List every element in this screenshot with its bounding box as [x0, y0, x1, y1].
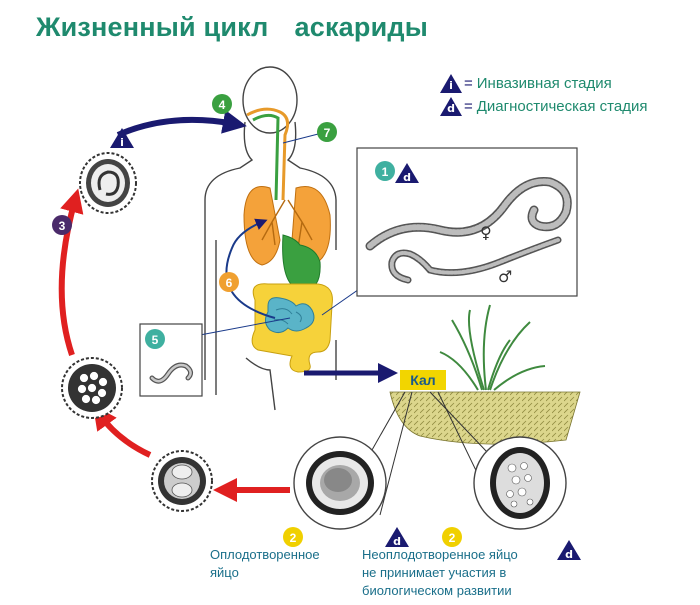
arrow-migration: [225, 218, 276, 319]
marker-4: 4: [212, 94, 232, 114]
arrow-embryo-to-morula: [92, 405, 152, 458]
marker-3: 3: [52, 215, 72, 235]
title-part2: аскариды: [294, 12, 428, 42]
svg-text:i: i: [120, 136, 124, 149]
legend-invasive: i = Инвазивная стадия: [440, 74, 612, 93]
marker-6: 6: [219, 272, 239, 292]
svg-text:d: d: [403, 171, 411, 184]
stomach: [282, 234, 321, 291]
diagnostic-triangle-egg-a: d: [385, 527, 409, 548]
legend-diagnostic-label: Диагностическая стадия: [476, 98, 648, 115]
small-intestine: [264, 297, 315, 334]
svg-text:1: 1: [382, 165, 389, 179]
legend-invasive-label: Инвазивная стадия: [476, 75, 612, 92]
feces-label: Кал: [400, 370, 446, 390]
female-worm: [365, 176, 572, 251]
egg-two-cell: [151, 450, 213, 512]
diagnostic-triangle-worm: d: [395, 163, 419, 184]
invasive-triangle-top: i: [110, 128, 134, 149]
svg-text:4: 4: [219, 98, 226, 112]
male-symbol: ♂: [498, 267, 512, 286]
soil: [389, 391, 581, 445]
svg-text:5: 5: [152, 333, 159, 347]
caption-unfertilized: Неоплодотворенное яйцо не принимает учас…: [362, 547, 518, 598]
male-worm: [388, 236, 562, 284]
marker-1: 1: [375, 161, 395, 181]
grass: [439, 304, 546, 391]
invasive-triangle-icon: i: [440, 74, 462, 93]
marker-2b: 2: [442, 527, 462, 547]
legend-diagnostic: d = Диагностическая стадия: [440, 97, 647, 116]
marker-5: 5: [145, 329, 165, 349]
svg-text:d: d: [565, 548, 573, 561]
female-symbol: ♀: [480, 223, 492, 242]
marker-7: 7: [317, 122, 337, 142]
diagnostic-triangle-icon: d: [440, 97, 462, 116]
svg-text:3: 3: [59, 219, 66, 233]
svg-text:2: 2: [290, 531, 297, 545]
diagram-title: Жизненный цикл аскариды: [36, 12, 428, 43]
svg-text:d: d: [393, 535, 401, 548]
human-body-outline: [204, 66, 337, 411]
svg-text:2: 2: [449, 531, 456, 545]
marker-2a: 2: [283, 527, 303, 547]
svg-text:7: 7: [324, 126, 331, 140]
svg-text:6: 6: [226, 276, 233, 290]
egg-with-larva: [79, 152, 137, 214]
arrow-to-mouth: [116, 110, 247, 138]
diagnostic-triangle-egg-b: d: [557, 540, 581, 561]
title-part1: Жизненный цикл: [36, 12, 269, 42]
caption-fertilized: Оплодотворенное яйцо: [210, 547, 320, 580]
egg-morula: [61, 357, 123, 419]
